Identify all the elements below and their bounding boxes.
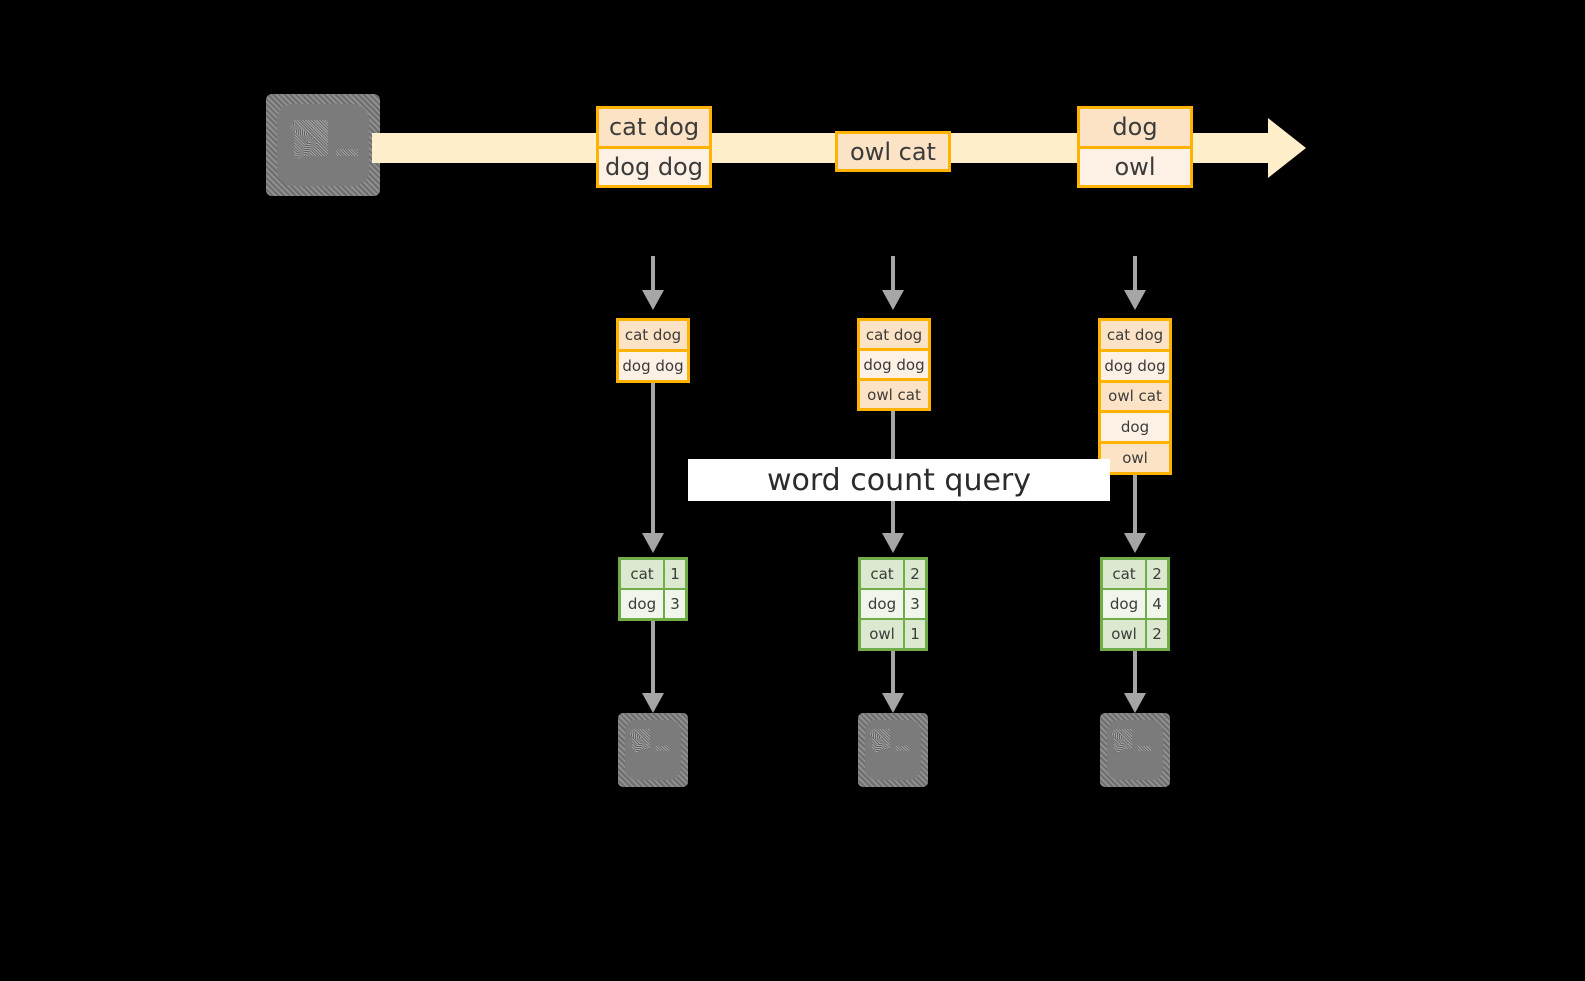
stream-event-1[interactable]: cat dog dog dog	[596, 106, 712, 188]
result-word: dog	[621, 590, 665, 618]
dashed-arrow-down-icon-2	[891, 256, 895, 292]
stream-event-1-line-1: cat dog	[599, 109, 709, 146]
table-row: dog 3	[861, 588, 925, 618]
result-word: dog	[861, 590, 905, 618]
table-row: cat 2	[861, 560, 925, 588]
result-word: cat	[861, 560, 905, 588]
result-count: 3	[665, 590, 685, 618]
snapshot-1-sink-terminal-icon	[618, 713, 688, 787]
stream-event-3-line-2: owl	[1080, 145, 1190, 185]
snapshot-3-sink-terminal-icon	[1100, 713, 1170, 787]
result-word: dog	[1103, 590, 1147, 618]
sink-arrow-2	[891, 651, 895, 695]
query-arrowhead-1	[642, 533, 664, 553]
result-word: cat	[621, 560, 665, 588]
result-word: owl	[1103, 620, 1147, 648]
dashed-arrowhead-3	[1124, 290, 1146, 310]
result-word: cat	[1103, 560, 1147, 588]
sink-arrowhead-3	[1124, 693, 1146, 713]
snapshot-3-input-line-4: dog	[1101, 410, 1169, 442]
source-terminal-icon	[266, 94, 380, 196]
sink-arrowhead-1	[642, 693, 664, 713]
snapshot-1-result-table[interactable]: cat 1 dog 3	[618, 557, 688, 621]
terminal-chevron-icon	[1110, 729, 1132, 753]
query-arrow-1	[651, 383, 655, 535]
terminal-underscore-icon	[336, 149, 358, 156]
terminal-chevron-icon	[628, 729, 650, 753]
terminal-underscore-icon	[656, 746, 669, 751]
result-count: 1	[665, 560, 685, 588]
dashed-arrow-down-icon-1	[651, 256, 655, 292]
dashed-arrowhead-2	[882, 290, 904, 310]
table-row: owl 1	[861, 618, 925, 648]
snapshot-2-input-line-3: owl cat	[860, 378, 928, 408]
snapshot-3-input-line-5: owl	[1101, 441, 1169, 472]
snapshot-3-input-box[interactable]: cat dog dog dog owl cat dog owl	[1098, 318, 1172, 475]
snapshot-1-input-box[interactable]: cat dog dog dog	[616, 318, 690, 383]
snapshot-2-input-line-2: dog dog	[860, 348, 928, 378]
result-count: 1	[905, 620, 925, 648]
snapshot-2-result-table[interactable]: cat 2 dog 3 owl 1	[858, 557, 928, 651]
query-arrowhead-3	[1124, 533, 1146, 553]
terminal-chevron-icon	[868, 729, 890, 753]
stream-event-3[interactable]: dog owl	[1077, 106, 1193, 188]
snapshot-3-result-table[interactable]: cat 2 dog 4 owl 2	[1100, 557, 1170, 651]
result-count: 2	[905, 560, 925, 588]
snapshot-2-input-line-1: cat dog	[860, 321, 928, 348]
snapshot-3-input-line-3: owl cat	[1101, 379, 1169, 411]
table-row: dog 4	[1103, 588, 1167, 618]
stream-event-1-line-2: dog dog	[599, 145, 709, 185]
sink-arrow-1	[651, 621, 655, 695]
snapshot-1-input-line-2: dog dog	[619, 349, 687, 380]
snapshot-1-input-line-1: cat dog	[619, 321, 687, 349]
snapshot-2-input-box[interactable]: cat dog dog dog owl cat	[857, 318, 931, 411]
query-label-text: word count query	[766, 462, 1032, 498]
query-arrowhead-2	[882, 533, 904, 553]
terminal-chevron-icon	[289, 120, 328, 160]
terminal-underscore-icon	[1138, 746, 1151, 751]
stream-event-2-line-1: owl cat	[838, 134, 948, 169]
stream-arrow-right-icon	[1268, 118, 1306, 178]
result-count: 2	[1147, 620, 1167, 648]
sink-arrowhead-2	[882, 693, 904, 713]
query-arrow-3	[1133, 475, 1137, 535]
snapshot-3-input-line-2: dog dog	[1101, 348, 1169, 380]
snapshot-3-input-line-1: cat dog	[1101, 321, 1169, 349]
terminal-underscore-icon	[896, 746, 909, 751]
result-count: 2	[1147, 560, 1167, 588]
result-count: 3	[905, 590, 925, 618]
stream-event-3-line-1: dog	[1080, 109, 1190, 146]
result-word: owl	[861, 620, 905, 648]
snapshot-2-sink-terminal-icon	[858, 713, 928, 787]
sink-arrow-3	[1133, 651, 1137, 695]
table-row: dog 3	[621, 588, 685, 618]
result-count: 4	[1147, 590, 1167, 618]
dashed-arrow-down-icon-3	[1133, 256, 1137, 292]
table-row: cat 2	[1103, 560, 1167, 588]
query-label-banner: word count query	[688, 459, 1110, 501]
dashed-arrowhead-1	[642, 290, 664, 310]
table-row: owl 2	[1103, 618, 1167, 648]
stream-event-2[interactable]: owl cat	[835, 131, 951, 172]
table-row: cat 1	[621, 560, 685, 588]
